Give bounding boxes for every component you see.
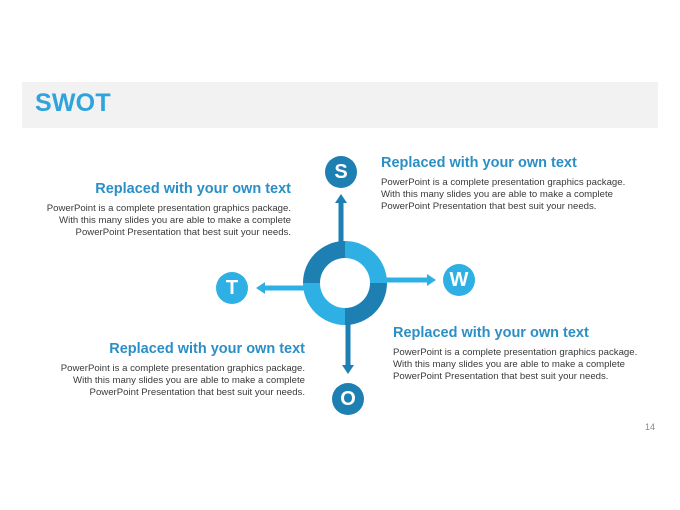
ring-quadrant-bottom-right xyxy=(345,283,387,325)
ring-quadrant-top-left xyxy=(303,241,345,283)
swot-body-t-upper: PowerPoint is a complete presentation gr… xyxy=(46,203,291,238)
swot-heading-s: Replaced with your own text xyxy=(381,155,577,171)
swot-block-strengths: Replaced with your own text PowerPoint i… xyxy=(381,155,631,213)
ring-quadrant-top-right xyxy=(345,241,387,283)
swot-heading-o: Replaced with your own text xyxy=(109,341,305,357)
slide-title: SWOT xyxy=(35,89,111,117)
swot-block-weaknesses-left: Replaced with your own text PowerPoint i… xyxy=(46,181,291,239)
swot-circle-o: O xyxy=(332,383,364,415)
title-bar: SWOT xyxy=(22,82,658,128)
swot-circle-w: W xyxy=(443,264,475,296)
swot-heading-t-upper: Replaced with your own text xyxy=(95,181,291,197)
swot-circle-t: T xyxy=(216,272,248,304)
arrow-right-head xyxy=(427,274,436,286)
swot-block-opportunities: Replaced with your own text PowerPoint i… xyxy=(60,341,305,399)
page-number: 14 xyxy=(645,422,656,432)
arrow-up-head xyxy=(335,194,347,203)
ring-quadrant-bottom-left xyxy=(303,283,345,325)
swot-block-weaknesses: Replaced with your own text PowerPoint i… xyxy=(393,325,643,383)
swot-body-w: PowerPoint is a complete presentation gr… xyxy=(393,347,638,382)
swot-body-s: PowerPoint is a complete presentation gr… xyxy=(381,177,626,212)
arrow-down-head xyxy=(342,365,354,374)
swot-heading-w: Replaced with your own text xyxy=(393,325,589,341)
swot-body-o: PowerPoint is a complete presentation gr… xyxy=(60,363,305,398)
arrow-left-head xyxy=(256,282,265,294)
swot-circle-s: S xyxy=(325,156,357,188)
